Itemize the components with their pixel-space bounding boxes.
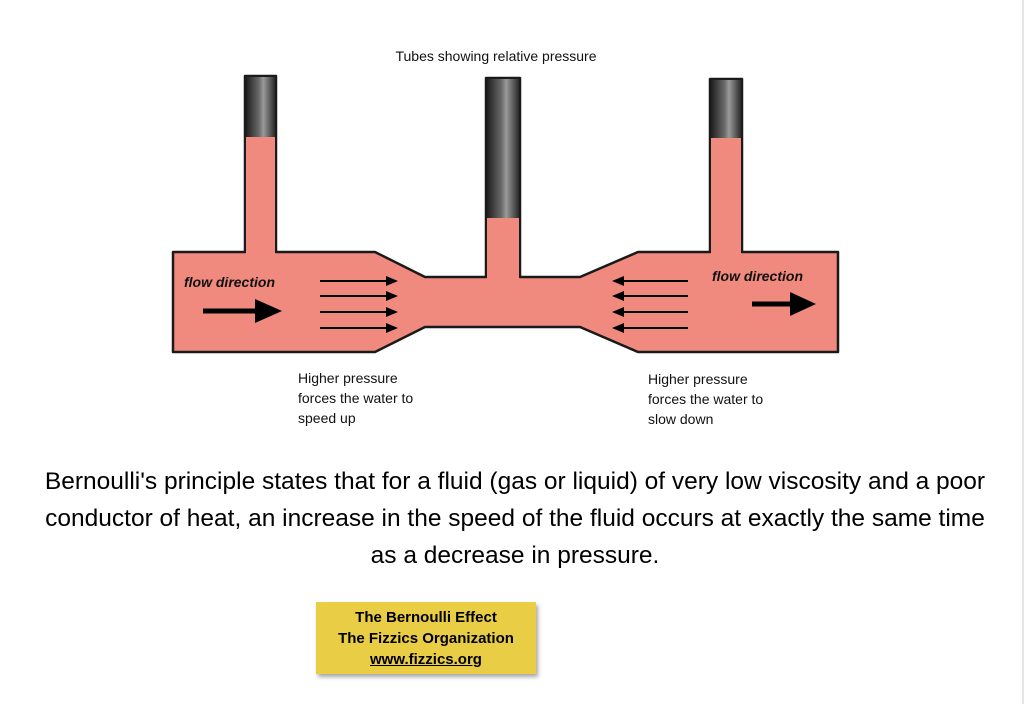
credit-url-link[interactable]: www.fizzics.org: [370, 651, 482, 668]
credit-box: The Bernoulli Effect The Fizzics Organiz…: [316, 602, 536, 674]
note-speed-up-line: forces the water to: [298, 390, 414, 406]
bernoulli-diagram: Tubes showing relative pressure flow dir…: [171, 48, 840, 354]
diagram-title: Tubes showing relative pressure: [395, 48, 596, 64]
slow-down-arrows-icon: [612, 276, 688, 333]
note-slow-down-line: forces the water to: [648, 391, 764, 407]
page-right-border: [1022, 0, 1024, 704]
right-tube-air: [711, 80, 741, 138]
flow-arrow-right-icon: [752, 292, 816, 316]
left-tube-fluid: [246, 137, 275, 254]
note-speed-up-line: speed up: [298, 410, 356, 426]
speed-up-arrows-icon: [320, 276, 398, 333]
note-slow-down: Higher pressure forces the water to slow…: [648, 369, 763, 429]
flow-arrow-left-icon: [203, 299, 282, 323]
note-slow-down-line: Higher pressure: [648, 371, 748, 387]
right-tube-fluid: [711, 138, 741, 254]
credit-title: The Bernoulli Effect: [355, 609, 497, 626]
middle-tube-air: [487, 79, 519, 218]
credit-organization: The Fizzics Organization: [338, 630, 514, 647]
flow-direction-left-label: flow direction: [184, 274, 275, 290]
note-speed-up-line: Higher pressure: [298, 370, 398, 386]
middle-tube-fluid: [487, 218, 519, 279]
bernoulli-statement: Bernoulli's principle states that for a …: [44, 468, 986, 569]
note-slow-down-line: slow down: [648, 411, 714, 427]
note-speed-up: Higher pressure forces the water to spee…: [298, 368, 413, 428]
left-tube-air: [246, 77, 275, 137]
flow-direction-right-label: flow direction: [712, 268, 803, 284]
